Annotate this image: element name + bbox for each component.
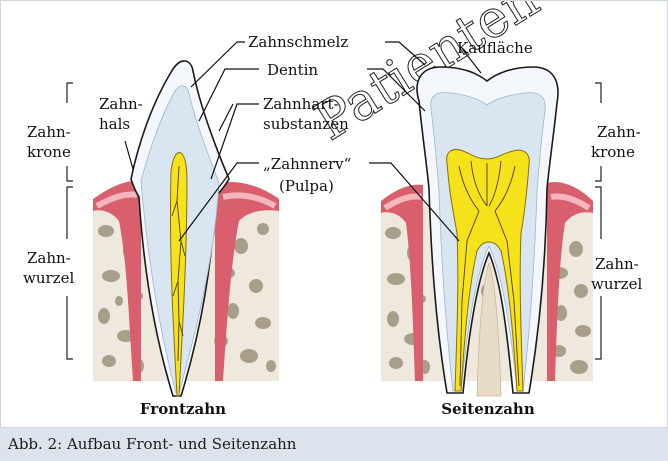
label-root-left-line2: wurzel — [23, 269, 74, 287]
label-crown-right-line2: krone — [591, 143, 635, 161]
title-seitenzahn: Seitenzahn — [441, 400, 535, 418]
label-zahnnerv-line2: (Pulpa) — [279, 177, 334, 195]
bracket-root-right — [595, 187, 601, 359]
label-root-right-line2: wurzel — [591, 275, 642, 293]
label-root-right-line1: Zahn- — [595, 255, 639, 273]
label-crown-left-line1: Zahn- — [27, 123, 71, 141]
figure-panel: Patienten — [0, 0, 668, 428]
caption-bar: Abb. 2: Aufbau Front- und Seitenzahn — [0, 428, 668, 461]
label-root-left-line1: Zahn- — [27, 249, 71, 267]
tooth-diagram: Patienten — [1, 1, 668, 429]
label-zahnhals-line2: hals — [99, 115, 130, 133]
title-frontzahn: Frontzahn — [140, 400, 226, 418]
label-zahnhals-line1: Zahn- — [99, 95, 143, 113]
figure-caption: Abb. 2: Aufbau Front- und Seitenzahn — [8, 435, 296, 453]
label-zahnnerv-line1: „Zahnnerv“ — [263, 155, 351, 173]
label-crown-right-line1: Zahn- — [597, 123, 641, 141]
label-kauflaeche: Kaufläche — [457, 39, 533, 57]
label-dentin: Dentin — [267, 61, 318, 79]
label-crown-left-line2: krone — [27, 143, 71, 161]
label-zahnhart-line2: substanzen — [263, 115, 349, 133]
label-zahnhart-line1: Zahnhart- — [263, 95, 339, 113]
label-zahnschmelz: Zahnschmelz — [248, 33, 348, 51]
